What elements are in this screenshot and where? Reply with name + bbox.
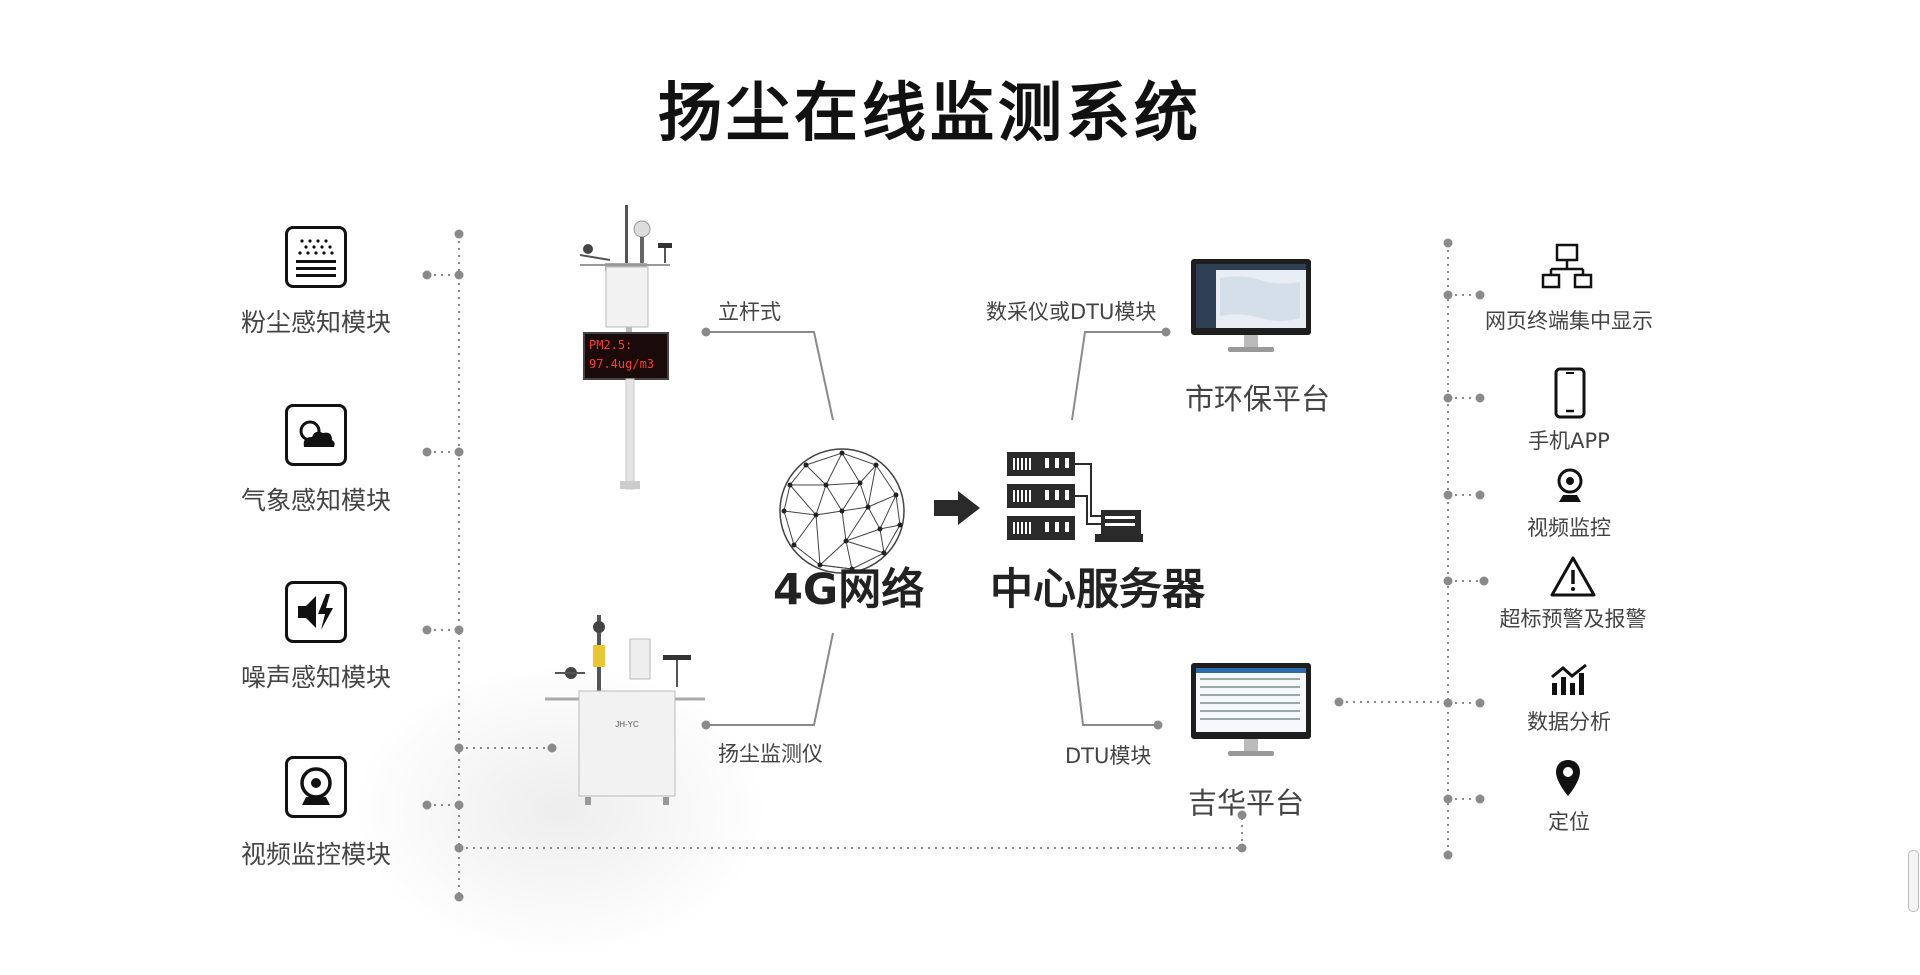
service-label-web: 网页终端集中显示 <box>1485 309 1653 333</box>
service-label-analysis: 数据分析 <box>1527 710 1611 734</box>
module-label-camera: 视频监控模块 <box>240 840 391 869</box>
jihua-platform-monitor <box>1191 663 1311 756</box>
shadow-decoration <box>350 660 770 960</box>
mobile-phone-icon <box>1554 367 1586 419</box>
module-label-weather: 气象感知模块 <box>240 486 391 515</box>
noise-speaker-icon <box>285 581 347 643</box>
location-pin-icon <box>1556 760 1580 796</box>
server-label: 中心服务器 <box>990 565 1205 615</box>
platform-label-city: 市环保平台 <box>1185 382 1331 416</box>
webcam-icon <box>1557 468 1583 502</box>
svg-text:JH-YC: JH-YC <box>615 720 639 729</box>
led-display-line2: 97.4ug/m3 <box>589 357 655 371</box>
server-to-city-line <box>1071 331 1166 421</box>
scrollbar-handle[interactable] <box>1908 850 1919 912</box>
box-to-network-line <box>706 632 834 726</box>
network-globe-icon <box>779 448 905 574</box>
dust-icon <box>285 226 347 288</box>
led-display: PM2.5: 97.4ug/m3 <box>589 336 667 374</box>
service-label-alarm: 超标预警及报警 <box>1499 607 1647 631</box>
led-display-line1: PM2.5: <box>589 338 633 352</box>
platform-label-jihua: 吉华平台 <box>1188 786 1305 820</box>
city-platform-monitor <box>1191 259 1311 352</box>
service-label-video: 视频监控 <box>1527 516 1611 540</box>
service-label-app: 手机APP <box>1528 429 1610 453</box>
box-monitor-device: JH-YC <box>545 615 705 805</box>
pole-device-label: 立杆式 <box>718 300 781 324</box>
analytics-chart-icon <box>1551 663 1587 695</box>
page-title: 扬尘在线监测系统 <box>658 77 1202 151</box>
pole-to-network-line <box>706 331 834 421</box>
link-label-lower: DTU模块 <box>1065 744 1152 768</box>
warning-triangle-icon <box>1550 556 1596 597</box>
server-to-jihua-line <box>1071 632 1158 726</box>
pole-monitor-device <box>579 205 672 490</box>
weather-cloud-icon <box>285 404 347 466</box>
service-label-location: 定位 <box>1548 810 1590 834</box>
arrow-right-icon <box>934 491 980 525</box>
link-label-upper: 数采仪或DTU模块 <box>986 300 1157 324</box>
module-label-noise: 噪声感知模块 <box>240 663 391 692</box>
server-rack-icon <box>1007 452 1143 542</box>
network-label: 4G网络 <box>773 565 925 615</box>
module-label-dust: 粉尘感知模块 <box>240 308 391 337</box>
network-terminal-icon <box>1541 243 1593 289</box>
camera-icon <box>285 756 347 818</box>
box-device-label: 扬尘监测仪 <box>718 742 823 766</box>
